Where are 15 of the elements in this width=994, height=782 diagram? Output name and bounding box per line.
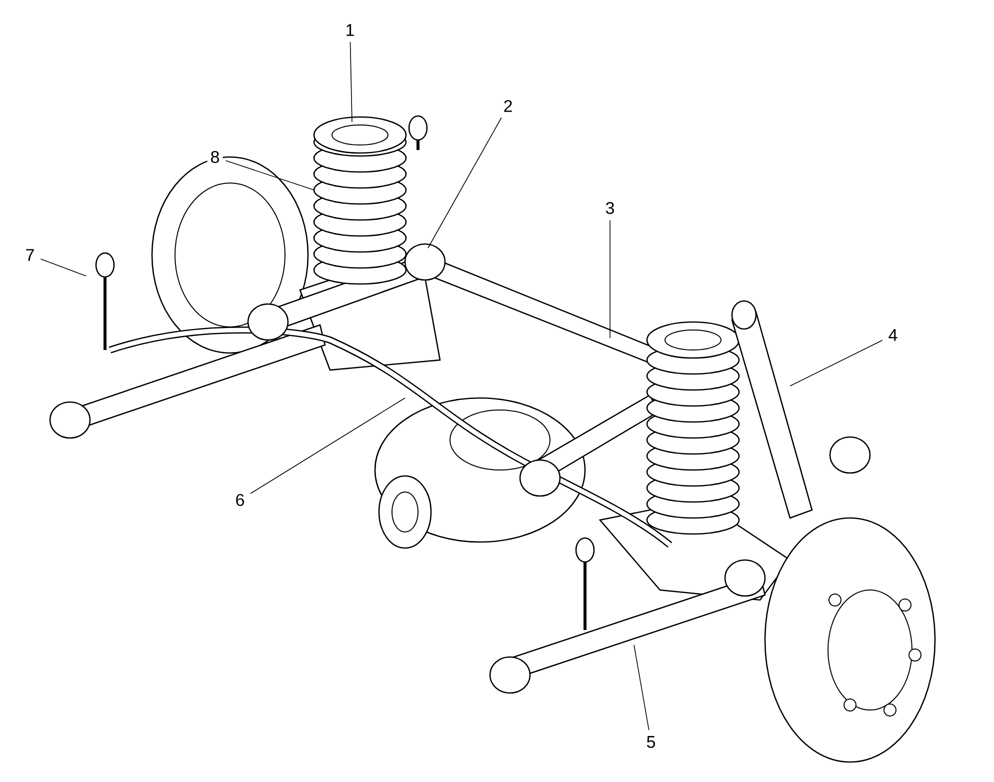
callout-number: 7 bbox=[22, 246, 38, 264]
callout-number: 8 bbox=[207, 148, 223, 166]
callout-number: 2 bbox=[500, 97, 516, 115]
leader-line bbox=[634, 644, 650, 730]
callout-number: 4 bbox=[885, 326, 901, 344]
leader-line bbox=[225, 160, 314, 190]
leader-line bbox=[350, 42, 352, 122]
leader-line bbox=[428, 117, 502, 248]
callout-number: 6 bbox=[232, 490, 248, 510]
leader-line bbox=[790, 340, 883, 386]
callout-number: 3 bbox=[602, 198, 618, 218]
leader-line bbox=[250, 398, 406, 494]
callout-number: 5 bbox=[643, 733, 659, 751]
callout-number: 1 bbox=[342, 21, 358, 39]
leader-line bbox=[40, 258, 86, 276]
